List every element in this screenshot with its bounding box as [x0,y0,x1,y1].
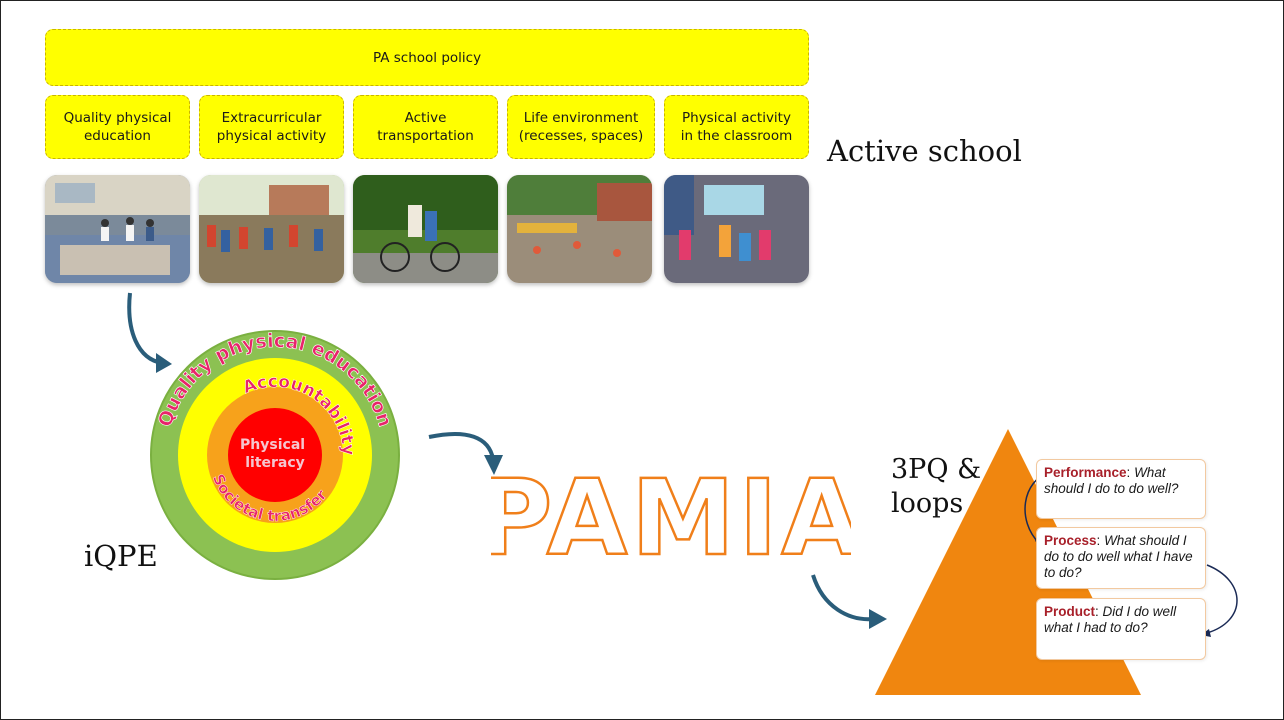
core-circle [228,408,322,502]
iqpe-diagram: Quality physical education Accountabilit… [150,330,400,580]
component-label: Quality physical education [63,110,172,144]
component-quality-pe: Quality physical education [45,95,190,159]
pyramid-row-process: Process: What should I do to do well wha… [1036,527,1206,589]
photo-classroom [664,175,809,283]
pamia-wordmark: PAMIA [491,456,851,566]
photo-playground [507,175,652,283]
pamia-label: PAMIA [491,457,851,566]
row-title: Process [1044,533,1097,548]
pyramid-row-product: Product: Did I do well what I had to do? [1036,598,1206,660]
photo-gym [45,175,190,283]
row-colon: : [1096,533,1105,548]
arrow-to-iqpe [127,292,172,373]
arrow-to-pyramid [811,574,887,629]
row-title: Product [1044,604,1096,619]
row-question: What should I do to do well what I have … [1044,533,1193,580]
photo-extracurricular [199,175,344,283]
photo-transport [353,175,498,283]
policy-bar-label: PA school policy [372,49,482,66]
row-title: Performance [1044,465,1127,480]
row-colon: : [1126,465,1135,480]
component-pa-classroom: Physical activity in the classroom [664,95,809,159]
component-label: Extracurricular physical activity [216,110,327,144]
core-text: Physical literacy [240,437,310,471]
arrow-to-pamia [428,432,503,475]
iqpe-label: iQPE [84,539,158,573]
component-label: Physical activity in the classroom [680,110,793,144]
component-label: Life environment (recesses, spaces) [518,110,644,144]
component-life-environment: Life environment (recesses, spaces) [507,95,655,159]
component-active-transportation: Active transportation [353,95,498,159]
component-label: Active transportation [377,110,474,144]
policy-bar: PA school policy [45,29,809,86]
pyramid-row-performance: Performance: What should I do to do well… [1036,459,1206,519]
row-question: What should I do to do well? [1044,465,1179,496]
pyramid-label: 3PQ & loops [891,454,982,519]
row-question: Did I do well what I had to do? [1044,604,1177,635]
component-extracurricular: Extracurricular physical activity [199,95,344,159]
row-colon: : [1095,604,1103,619]
active-school-label: Active school [827,134,1022,168]
